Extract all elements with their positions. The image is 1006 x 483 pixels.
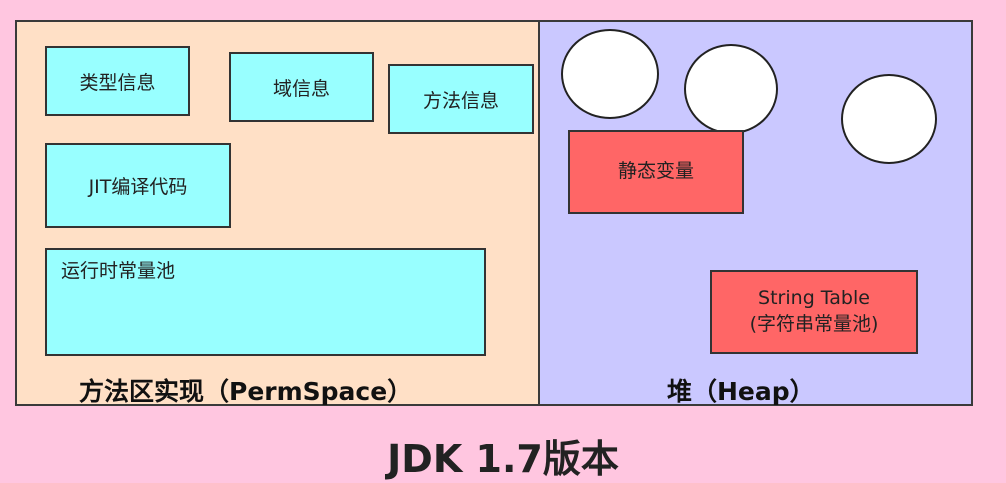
heap-title: 堆（Heap） <box>667 377 815 406</box>
method-area-title: 方法区实现（PermSpace） <box>79 377 413 406</box>
string-table-label: String Table <box>758 287 870 310</box>
jit-code-box: JIT编译代码 <box>45 143 231 228</box>
runtime-constant-pool-box: 运行时常量池 <box>45 248 486 356</box>
method-info-label: 方法信息 <box>422 89 499 112</box>
static-variables-box: 静态变量 <box>568 130 744 214</box>
type-info-box: 类型信息 <box>45 46 190 116</box>
field-info-box: 域信息 <box>229 52 374 122</box>
static-variables-label: 静态变量 <box>617 160 694 183</box>
heap-object-circle <box>561 29 659 119</box>
method-info-box: 方法信息 <box>388 64 534 134</box>
runtime-constant-pool-label: 运行时常量池 <box>61 260 176 282</box>
heap-object-circle <box>684 44 778 134</box>
diagram-caption: JDK 1.7版本 <box>387 437 619 481</box>
string-table-sublabel: (字符串常量池) <box>749 313 879 335</box>
heap-object-circle <box>841 74 937 164</box>
string-table-box: String Table (字符串常量池) <box>710 270 918 354</box>
field-info-label: 域信息 <box>272 77 330 100</box>
type-info-label: 类型信息 <box>79 71 156 94</box>
jit-code-label: JIT编译代码 <box>88 176 188 198</box>
method-area-panel: 类型信息 域信息 方法信息 JIT编译代码 运行时常量池 方法区实现（PermS… <box>17 22 540 406</box>
heap-panel: 静态变量 String Table (字符串常量池) 堆（Heap） <box>540 22 971 406</box>
memory-diagram-frame: 类型信息 域信息 方法信息 JIT编译代码 运行时常量池 方法区实现（PermS… <box>15 20 973 406</box>
